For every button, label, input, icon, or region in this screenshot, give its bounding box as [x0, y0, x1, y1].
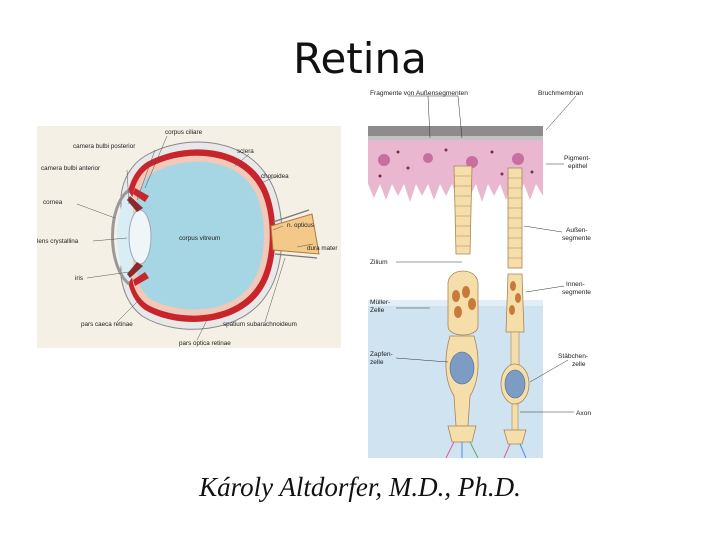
label-zapfen-1: Zapfen-	[370, 351, 393, 358]
label-staebchen-1: Stäbchen-	[558, 353, 588, 360]
pigment-cell-nuclei	[378, 153, 524, 168]
cone-cell	[445, 165, 479, 443]
author-name: Károly Altdorfer, M.D., Ph.D.	[199, 472, 521, 502]
rod-cell	[500, 167, 530, 445]
ciliary-body-lower	[133, 272, 149, 286]
cone-outer-segment	[453, 165, 473, 255]
optic-nerve	[270, 213, 320, 255]
cone-mitochondria	[452, 286, 476, 318]
label-mueller-1: Müller-	[370, 299, 390, 306]
rod-discs	[508, 177, 522, 259]
cone-inner-segment	[447, 270, 479, 336]
eyeball-shapes	[120, 141, 283, 330]
cornea-shape	[111, 188, 131, 286]
bruch-membrane-inner	[368, 136, 543, 140]
eye-diagram-svg: corpus ciliare camera bulbi posterior ca…	[37, 129, 337, 347]
label-corpus-vitreum: corpus vitreum	[179, 235, 220, 242]
label-pigment-1: Pigment-	[564, 155, 590, 162]
label-spatium: spatium subarachnoideum	[223, 321, 297, 328]
label-pigment-2: epithel	[568, 163, 588, 170]
bruch-membrane	[368, 126, 543, 136]
iris-upper	[127, 196, 143, 212]
slide-title: Retina	[293, 34, 427, 83]
label-zapfen-2: zelle	[370, 359, 384, 366]
anterior-chamber	[117, 192, 133, 282]
label-n-opticus: n. opticus	[287, 222, 314, 229]
label-choroidea: choroidea	[261, 173, 289, 180]
label-pars-optica: pars optica retinae	[179, 340, 231, 347]
optic-nerve-sheath	[272, 209, 318, 259]
label-sclera: sclera	[237, 148, 254, 155]
label-pars-caeca: pars caeca retinae	[81, 321, 133, 328]
label-corpus-ciliare: corpus ciliare	[165, 129, 203, 136]
label-axon: Axon	[576, 410, 591, 417]
iris-lower	[127, 262, 143, 278]
label-camera-anterior: camera bulbi anterior	[41, 165, 100, 172]
cone-discs	[455, 175, 471, 247]
label-cornea: cornea	[43, 199, 63, 206]
label-iris: iris	[75, 275, 83, 282]
label-innen-1: Innen-	[566, 281, 585, 288]
label-mueller-2: Zelle	[370, 307, 385, 314]
label-lens: lens crystallina	[37, 238, 79, 245]
retina-diagram-svg: Fragmente von Außensegmenten Bruchmembra…	[368, 90, 591, 459]
label-bruchmembran: Bruchmembran	[538, 90, 583, 97]
rod-axon	[511, 403, 519, 431]
label-aussen-1: Außen-	[566, 227, 588, 234]
vitreous-body	[137, 161, 264, 310]
label-camera-posterior: camera bulbi posterior	[73, 143, 135, 150]
rod-nucleus	[504, 369, 526, 399]
label-dura-mater: dura mater	[307, 245, 337, 252]
lens-shape	[128, 209, 152, 265]
cone-synaptic-terminal	[447, 425, 477, 443]
retina-leader-lines	[395, 95, 577, 413]
retina-cell-diagram: Fragmente von Außensegmenten Bruchmembra…	[368, 86, 596, 459]
label-zilium: Zilium	[370, 259, 388, 266]
eye-cross-section-diagram: corpus ciliare camera bulbi posterior ca…	[37, 126, 341, 348]
label-staebchen-2: zelle	[572, 361, 586, 368]
cone-nucleus	[449, 351, 475, 385]
rod-fiber	[510, 331, 520, 367]
ciliary-body-upper	[133, 188, 149, 202]
eye-leader-lines	[76, 135, 314, 341]
bipolar-dendrites	[445, 441, 527, 459]
label-innen-2: segmente	[562, 289, 591, 296]
label-fragmente: Fragmente von Außensegmenten	[370, 90, 468, 97]
label-aussen-2: segmente	[562, 235, 591, 242]
rod-spherule	[503, 429, 527, 445]
rod-mitochondria	[509, 281, 521, 315]
